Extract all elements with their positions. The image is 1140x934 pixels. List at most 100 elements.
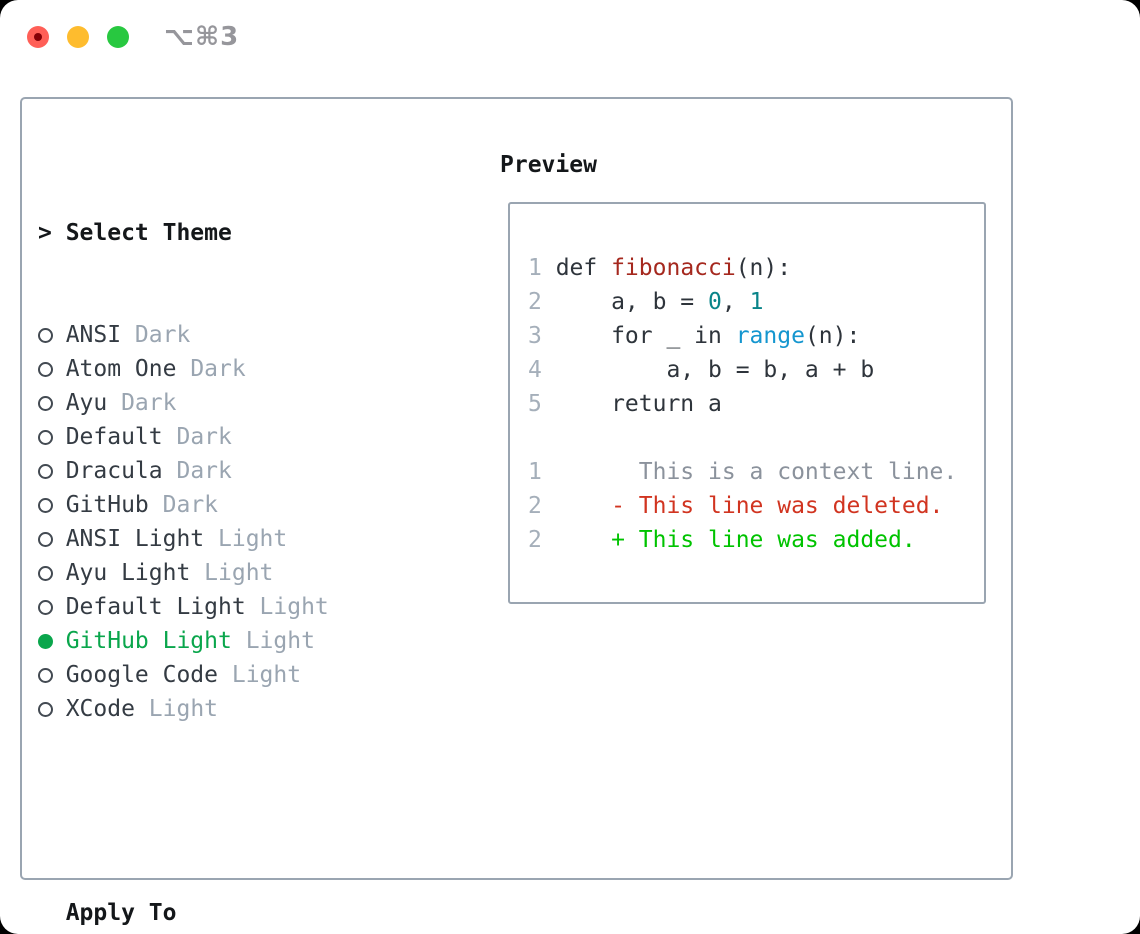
radio-icon: [38, 532, 53, 547]
theme-option[interactable]: XCode Light: [38, 692, 426, 726]
option-variant-label: Light: [245, 628, 315, 654]
line-number: 2: [528, 493, 542, 519]
code-token: a, b =: [555, 289, 709, 315]
radio-icon: [38, 668, 53, 683]
code-token: (n):: [735, 255, 792, 281]
apply-to-header: Apply To: [38, 896, 426, 930]
radio-marker: [38, 420, 66, 454]
radio-icon: [38, 498, 53, 513]
code-line: 2 - This line was deleted.: [528, 489, 984, 523]
line-number: 1: [528, 255, 542, 281]
radio-icon: [38, 430, 53, 445]
option-label: Google Code: [65, 662, 219, 688]
zoom-button[interactable]: [107, 26, 129, 48]
option-variant-label: Light: [204, 560, 274, 586]
code-token: def: [555, 255, 612, 281]
theme-option[interactable]: Ayu Dark: [38, 386, 426, 420]
minimize-button[interactable]: [67, 26, 89, 48]
option-variant-label: Dark: [134, 322, 191, 348]
code-line: [528, 421, 984, 455]
option-label: Ayu Light: [65, 560, 191, 586]
code-token: return a: [555, 391, 722, 417]
code-line: 5 return a: [528, 387, 984, 421]
close-button[interactable]: [27, 26, 49, 48]
line-number: 2: [528, 289, 542, 315]
theme-option[interactable]: Default Dark: [38, 420, 426, 454]
line-number: 1: [528, 459, 542, 485]
main-panel: [20, 97, 1013, 880]
theme-option[interactable]: Ayu Light Light: [38, 556, 426, 590]
option-variant-label: Light: [148, 696, 219, 722]
radio-icon: [38, 702, 53, 717]
select-theme-header: > Select Theme: [38, 216, 426, 250]
code-token: 0: [708, 289, 722, 315]
radio-marker: [38, 658, 66, 692]
radio-icon: [38, 362, 53, 377]
preview-title: Preview: [500, 152, 597, 178]
line-text: a, b = 0, 1: [555, 289, 764, 315]
code-token: (n):: [804, 323, 861, 349]
radio-marker: [38, 590, 66, 624]
radio-icon: [38, 396, 53, 411]
line-number: 5: [528, 391, 542, 417]
radio-icon: [38, 600, 53, 615]
line-number: 2: [528, 527, 542, 553]
line-text: return a: [556, 391, 722, 417]
option-variant-label: Dark: [176, 458, 232, 484]
option-label: Default: [65, 424, 163, 450]
theme-option[interactable]: GitHub Light Light: [38, 624, 426, 658]
code-line: 1 This is a context line.: [528, 455, 984, 489]
code-token: 1: [749, 289, 764, 315]
line-number: 4: [528, 357, 542, 383]
option-variant-label: Light: [259, 594, 329, 620]
code-token: range: [735, 323, 805, 349]
spacer: [38, 794, 426, 828]
option-label: ANSI Light: [65, 526, 205, 552]
code-line: 1 def fibonacci(n):: [528, 251, 984, 285]
code-token: ,: [721, 289, 750, 315]
radio-marker: [38, 318, 66, 352]
radio-marker: [38, 488, 66, 522]
radio-marker: [38, 352, 66, 386]
code-token: This is a context line.: [555, 459, 958, 485]
code-line: 2 + This line was added.: [528, 523, 984, 557]
option-label: GitHub: [65, 492, 149, 518]
code-line: 4 a, b = b, a + b: [528, 353, 984, 387]
radio-marker: [38, 624, 66, 658]
line-text: a, b = b, a + b: [556, 357, 874, 383]
option-variant-label: Light: [218, 526, 288, 552]
option-label: GitHub Light: [65, 628, 232, 654]
theme-option[interactable]: ANSI Dark: [38, 318, 426, 352]
radio-icon: [38, 464, 53, 479]
option-label: XCode: [65, 696, 135, 722]
option-label: Ayu: [65, 390, 108, 416]
cursor-arrow-icon: >: [38, 220, 52, 246]
select-theme-title: Select Theme: [65, 220, 232, 246]
radio-marker: [38, 386, 66, 420]
option-variant-label: Dark: [176, 424, 232, 450]
line-text: def fibonacci(n):: [556, 255, 791, 281]
window-title: ⌥⌘3: [164, 22, 240, 52]
code-token: for _ in: [555, 323, 736, 349]
radio-marker: [38, 556, 66, 590]
radio-marker: [38, 454, 66, 488]
code-token: fibonacci: [611, 255, 736, 281]
option-variant-label: Dark: [190, 356, 246, 382]
radio-icon: [38, 328, 53, 343]
option-variant-label: Dark: [121, 390, 177, 416]
code-token: - This line was deleted.: [555, 493, 944, 519]
option-label: ANSI: [65, 322, 122, 348]
theme-option[interactable]: ANSI Light Light: [38, 522, 426, 556]
line-text: + This line was added.: [556, 527, 916, 553]
code-line: 3 for _ in range(n):: [528, 319, 984, 353]
line-text: for _ in range(n):: [555, 323, 861, 349]
